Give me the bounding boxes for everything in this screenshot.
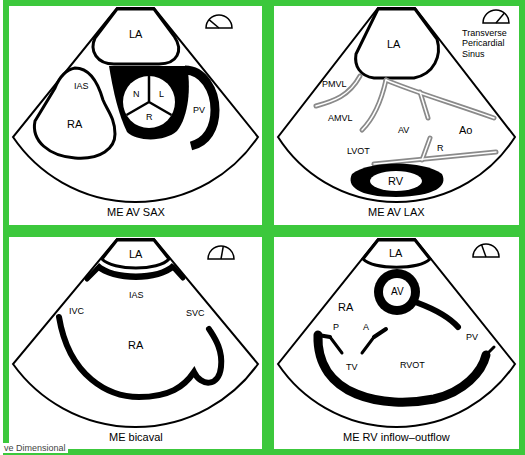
- tricuspid-annulus: [318, 329, 386, 337]
- tricuspid-leaflets: [330, 337, 374, 353]
- interatrial-septum: [95, 263, 176, 280]
- omniplane-icon: [208, 246, 234, 259]
- structure-label: PMVL: [322, 79, 347, 89]
- valve-walls: [316, 76, 496, 164]
- view-panel: ME bicaval LA IVC IAS SVC RA: [3, 231, 268, 455]
- structure-label: LA: [129, 248, 142, 261]
- echo-sector: [278, 8, 515, 202]
- av-lax-view: [278, 8, 515, 202]
- structure-label: RA: [128, 339, 143, 352]
- valve-commissures: [127, 76, 172, 115]
- structure-label: PV: [466, 332, 478, 342]
- structure-label: AV: [398, 125, 409, 135]
- view-panel: ME RV inflow–outflow LA RA P A AV PV TV RVOT: [268, 231, 525, 455]
- echo-sector: [278, 239, 515, 427]
- structure-label: RVOT: [400, 360, 425, 370]
- aortic-valve: [383, 278, 411, 306]
- structure-label: IVC: [69, 306, 84, 316]
- left-atrium: [102, 240, 169, 268]
- structure-label: LA: [389, 247, 402, 260]
- rvot-wall: [185, 70, 215, 146]
- structure-label: A: [363, 322, 369, 332]
- structure-label: AV: [391, 286, 404, 298]
- structure-label: TV: [346, 362, 358, 372]
- structure-label: Transverse Pericardial Sinus: [462, 28, 516, 59]
- right-atrium-wall: [59, 317, 221, 397]
- echo-sector: [13, 8, 258, 202]
- view-panel: ME AV SAX LA IAS RA N L R PV: [3, 0, 268, 231]
- structure-label: P: [333, 322, 339, 332]
- left-atrium: [356, 9, 439, 78]
- aortic-valve-ring: [374, 269, 420, 315]
- rv-inflow-outflow-view: [278, 239, 515, 427]
- omniplane-icon: [473, 244, 499, 257]
- structure-label: Ao: [459, 124, 472, 137]
- aortic-valve: [123, 76, 175, 128]
- source-note: ve Dimensional: [2, 443, 68, 453]
- caval-walls: [87, 267, 183, 279]
- view-caption: ME AV SAX: [107, 206, 165, 219]
- echo-sector: [13, 239, 258, 427]
- rvot-upper-wall: [418, 303, 458, 327]
- structure-label: RV: [388, 175, 403, 188]
- left-atrium: [363, 240, 430, 267]
- structure-label: N: [133, 89, 140, 99]
- structure-label: L: [159, 89, 164, 99]
- structure-label: SVC: [186, 308, 205, 318]
- right-atrium: [34, 68, 115, 158]
- structure-label: R: [437, 143, 444, 153]
- structure-label: LA: [387, 38, 400, 51]
- structure-label: AMVL: [328, 113, 353, 123]
- av-sax-view: [13, 8, 258, 202]
- view-caption: ME AV LAX: [368, 206, 425, 219]
- structure-label: PV: [193, 105, 205, 115]
- omniplane-icon: [206, 15, 232, 28]
- pulmonary-leaflet: [486, 347, 494, 355]
- view-caption: ME bicaval: [109, 431, 163, 444]
- structure-label: RA: [67, 118, 82, 131]
- right-ventricle-wall: [318, 335, 486, 402]
- structure-label: RA: [338, 301, 353, 314]
- structure-label: IAS: [129, 290, 144, 300]
- omniplane-icon: [483, 10, 509, 23]
- aortic-root-tissue: [109, 66, 189, 139]
- right-ventricle: [370, 171, 422, 191]
- bicaval-view: [13, 239, 258, 427]
- structure-label: R: [146, 112, 153, 122]
- right-ventricle-wall: [351, 164, 444, 198]
- left-atrium: [93, 9, 179, 64]
- structure-label: LVOT: [347, 146, 370, 156]
- structure-label: IAS: [74, 81, 89, 91]
- structure-label: LA: [129, 28, 142, 41]
- valve-walls-inner: [316, 76, 496, 164]
- view-panel: ME AV LAX LA Transverse Pericardial SinusP…: [268, 0, 525, 231]
- view-caption: ME RV inflow–outflow: [343, 431, 450, 444]
